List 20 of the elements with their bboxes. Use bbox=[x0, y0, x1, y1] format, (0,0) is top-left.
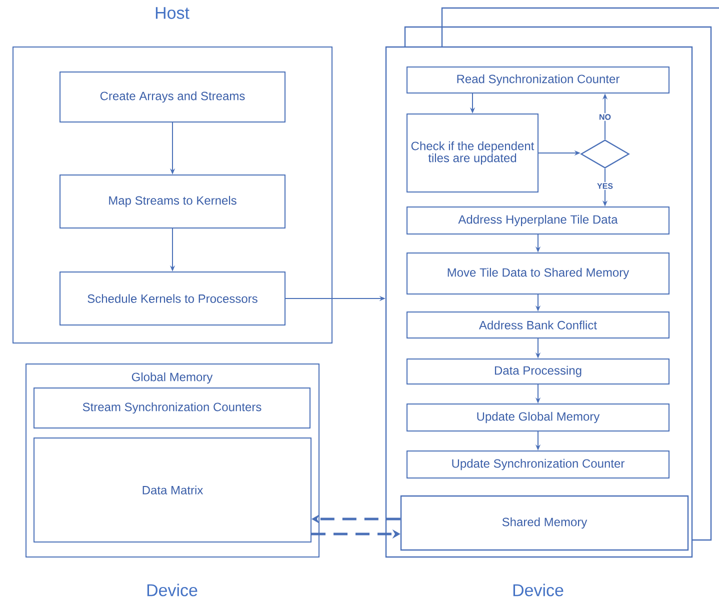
process-box: Schedule Kernels to Processors bbox=[60, 272, 286, 326]
process-box: Shared Memory bbox=[400, 495, 689, 551]
node-label: Host bbox=[156, 7, 190, 19]
process-box: Map Streams to Kernels bbox=[60, 174, 286, 228]
process-box: Data Matrix bbox=[34, 438, 312, 542]
device-label: Device bbox=[513, 584, 564, 596]
device-panel bbox=[385, 46, 693, 558]
process-box: Data Processing bbox=[406, 358, 670, 384]
process-box: Move Tile Data to Shared Memory bbox=[406, 252, 670, 294]
process-box: Create Arrays and Streams bbox=[60, 72, 286, 122]
device-label: Device bbox=[147, 584, 198, 596]
edge-label: YES bbox=[596, 182, 614, 190]
process-box: Update Synchronization Counter bbox=[406, 450, 670, 478]
edge-label: NO bbox=[598, 113, 612, 121]
process-box: Stream Synchronization Counters bbox=[34, 388, 310, 428]
process-box: Address Bank Conflict bbox=[406, 312, 670, 338]
process-box: Address Hyperplane Tile Data bbox=[406, 206, 670, 234]
process-box: Check if the dependent tiles are updated bbox=[406, 114, 538, 192]
process-box: Read Synchronization Counter bbox=[406, 66, 670, 94]
process-box: Update Global Memory bbox=[406, 404, 670, 432]
